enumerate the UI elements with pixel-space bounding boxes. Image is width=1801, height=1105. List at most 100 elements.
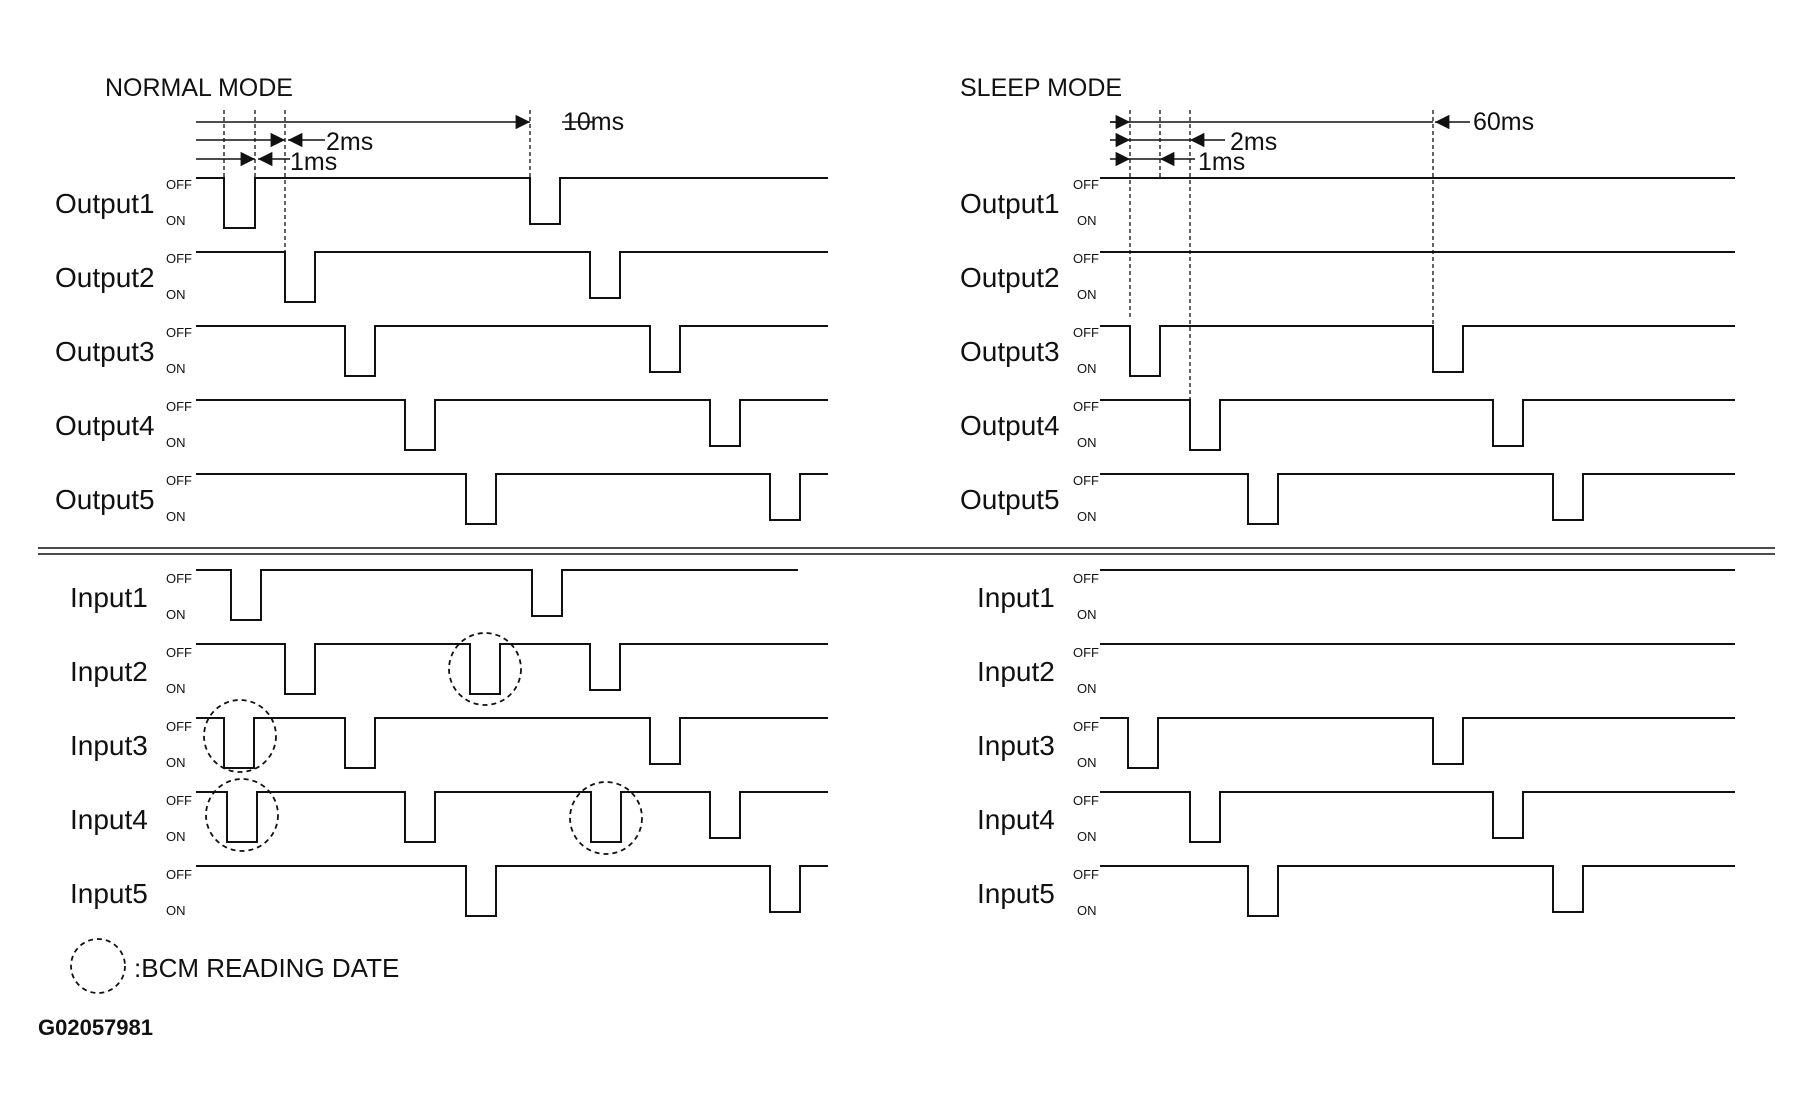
bcm-reading-markers [203, 632, 643, 855]
state-on-label: ON [166, 755, 186, 770]
signal-waveform [196, 399, 828, 451]
sleep-timing-2ms: 2ms [1230, 128, 1277, 156]
normal-output-1: Output1 OFF ON [55, 177, 828, 229]
sleep-dashed-guides [1129, 110, 1434, 420]
normal-mode-title: NORMAL MODE [105, 74, 293, 102]
signal-label: Input3 [977, 730, 1055, 761]
state-on-label: ON [166, 903, 186, 918]
normal-input-4: Input4 OFF ON [70, 791, 828, 844]
signal-label: Output1 [960, 188, 1060, 219]
state-on-label: ON [1077, 681, 1097, 696]
signal-label: Output1 [55, 188, 155, 219]
sleep-mode-title: SLEEP MODE [960, 74, 1122, 102]
legend: :BCM READING DATE [70, 938, 399, 994]
state-on-label: ON [1077, 287, 1097, 302]
state-off-label: OFF [166, 473, 192, 488]
signal-label: Input1 [70, 582, 148, 613]
state-on-label: ON [1077, 435, 1097, 450]
state-on-label: ON [166, 361, 186, 376]
state-on-label: ON [1077, 903, 1097, 918]
state-off-label: OFF [166, 571, 192, 586]
normal-output-4: Output4 OFF ON [55, 399, 828, 451]
normal-timing-1ms: 1ms [290, 148, 337, 176]
signal-waveform [196, 865, 828, 917]
state-off-label: OFF [1073, 645, 1099, 660]
normal-output-2: Output2 OFF ON [55, 251, 828, 303]
sleep-output-5: Output5 OFF ON [960, 473, 1735, 525]
signal-label: Input2 [70, 656, 148, 687]
sleep-timing-1ms: 1ms [1198, 148, 1245, 176]
state-on-label: ON [1077, 509, 1097, 524]
normal-timing-2ms: 2ms [326, 128, 373, 156]
sleep-output-1: Output1 OFF ON [960, 177, 1735, 228]
bcm-reading-circle [448, 632, 522, 706]
state-on-label: ON [166, 287, 186, 302]
signal-waveform [1100, 791, 1735, 843]
signal-label: Output4 [55, 410, 155, 441]
sleep-timing-60ms: 60ms [1473, 108, 1534, 136]
dashed-circle-icon [70, 938, 126, 994]
state-off-label: OFF [1073, 719, 1099, 734]
state-on-label: ON [166, 607, 186, 622]
signal-waveform [1100, 473, 1735, 525]
sleep-input-4: Input4 OFF ON [977, 791, 1735, 844]
state-on-label: ON [1077, 607, 1097, 622]
state-off-label: OFF [1073, 325, 1099, 340]
state-off-label: OFF [1073, 399, 1099, 414]
state-off-label: OFF [166, 399, 192, 414]
state-off-label: OFF [1073, 793, 1099, 808]
normal-input-1: Input1 OFF ON [70, 569, 798, 622]
normal-input-2: Input2 OFF ON [70, 643, 828, 696]
normal-output-3: Output3 OFF ON [55, 325, 828, 377]
signal-waveform [1100, 325, 1735, 377]
sleep-input-3: Input3 OFF ON [977, 717, 1735, 770]
signal-waveform [196, 177, 828, 229]
signal-waveform [1100, 399, 1735, 451]
state-on-label: ON [1077, 361, 1097, 376]
figure-code: G02057981 [38, 1015, 153, 1040]
state-off-label: OFF [166, 251, 192, 266]
sleep-input-1: Input1 OFF ON [977, 569, 1735, 622]
state-on-label: ON [166, 435, 186, 450]
sleep-input-5: Input5 OFF ON [977, 865, 1735, 918]
signal-label: Input3 [70, 730, 148, 761]
state-off-label: OFF [166, 867, 192, 882]
signal-label: Output4 [960, 410, 1060, 441]
signal-waveform [196, 251, 828, 303]
signal-waveform [196, 717, 828, 769]
bcm-reading-circle [205, 778, 279, 852]
state-on-label: ON [1077, 755, 1097, 770]
signal-label: Output5 [55, 484, 155, 515]
state-off-label: OFF [1073, 473, 1099, 488]
bcm-reading-circle [569, 781, 643, 855]
signal-label: Input2 [977, 656, 1055, 687]
signal-waveform [196, 473, 828, 525]
normal-input-3: Input3 OFF ON [70, 717, 828, 770]
bcm-reading-circle [203, 699, 277, 773]
signal-label: Output5 [960, 484, 1060, 515]
normal-input-5: Input5 OFF ON [70, 865, 828, 918]
state-off-label: OFF [1073, 251, 1099, 266]
signal-waveform [196, 791, 828, 843]
signal-label: Output2 [55, 262, 155, 293]
state-off-label: OFF [1073, 177, 1099, 192]
state-on-label: ON [166, 829, 186, 844]
signal-waveform [1100, 717, 1735, 769]
sleep-input-2: Input2 OFF ON [977, 643, 1735, 696]
state-on-label: ON [1077, 213, 1097, 228]
signal-label: Input1 [977, 582, 1055, 613]
signal-label: Input4 [977, 804, 1055, 835]
state-on-label: ON [166, 681, 186, 696]
signal-label: Output3 [55, 336, 155, 367]
signal-label: Output2 [960, 262, 1060, 293]
sleep-output-2: Output2 OFF ON [960, 251, 1735, 302]
legend-text: :BCM READING DATE [134, 953, 399, 983]
state-off-label: OFF [166, 719, 192, 734]
state-off-label: OFF [1073, 571, 1099, 586]
signal-label: Input5 [70, 878, 148, 909]
signal-label: Input5 [977, 878, 1055, 909]
state-off-label: OFF [1073, 867, 1099, 882]
state-on-label: ON [1077, 829, 1097, 844]
state-off-label: OFF [166, 325, 192, 340]
